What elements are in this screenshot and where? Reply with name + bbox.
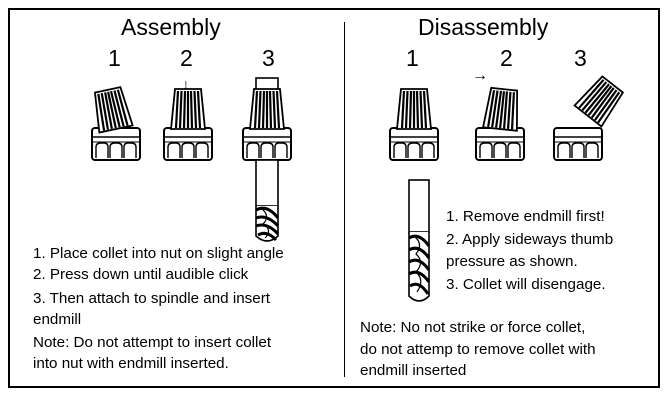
disassembly-step-2-nut-icon: [475, 127, 525, 161]
disassembly-instruction-1: 1. Remove endmill first!: [446, 208, 605, 225]
diagram-frame: [8, 8, 660, 388]
disassembly-note-line-1: Note: No not strike or force collet,: [360, 319, 586, 336]
assembly-instruction-1: 1. Place collet into nut on slight angle: [33, 245, 284, 262]
disassembly-note-line-2: do not attemp to remove collet with: [360, 341, 596, 358]
assembly-note-line-1: Note: Do not attempt to insert collet: [33, 334, 272, 351]
disassembly-note-line-3: endmill inserted: [360, 362, 467, 379]
section-divider: [344, 22, 345, 377]
disassembly-step-1-nut-icon: [389, 127, 439, 161]
assembly-step-2-number: 2: [180, 45, 193, 71]
disassembly-step-1-number: 1: [406, 45, 419, 71]
assembly-step-1-collet-icon: [89, 85, 134, 134]
press-down-arrow-icon: ↓: [182, 77, 190, 94]
assembly-instruction-3-cont: endmill: [33, 311, 82, 328]
sideways-push-arrow-icon: →: [472, 67, 488, 84]
disassembly-step-2-collet-icon: [481, 86, 523, 132]
assembly-step-3-nut-icon: [242, 127, 292, 161]
disassembly-instruction-2-cont: pressure as shown.: [446, 253, 578, 270]
disassembly-step-3-collet-icon: [573, 72, 628, 128]
assembly-instruction-2: 2. Press down until audible click: [33, 266, 249, 283]
disassembly-instruction-2: 2. Apply sideways thumb: [446, 231, 614, 248]
assembly-endmill-icon: [254, 158, 280, 243]
disassembly-endmill-icon: [408, 179, 431, 302]
assembly-heading: Assembly: [121, 14, 221, 40]
disassembly-step-3-nut-icon: [553, 127, 603, 161]
assembly-step-3-collet-icon: [248, 87, 286, 131]
disassembly-step-3-number: 3: [574, 45, 587, 71]
assembly-instruction-3: 3. Then attach to spindle and insert: [33, 290, 270, 307]
disassembly-step-1-collet-icon: [395, 87, 433, 131]
disassembly-heading: Disassembly: [418, 14, 549, 40]
assembly-step-2-collet-icon: [169, 87, 207, 131]
assembly-step-3-number: 3: [262, 45, 275, 71]
assembly-step-1-number: 1: [108, 45, 121, 71]
assembly-note-line-2: into nut with endmill inserted.: [33, 355, 229, 372]
assembly-step-2-nut-icon: [163, 127, 213, 161]
disassembly-step-2-number: 2: [500, 45, 513, 71]
disassembly-instruction-3: 3. Collet will disengage.: [446, 276, 606, 293]
